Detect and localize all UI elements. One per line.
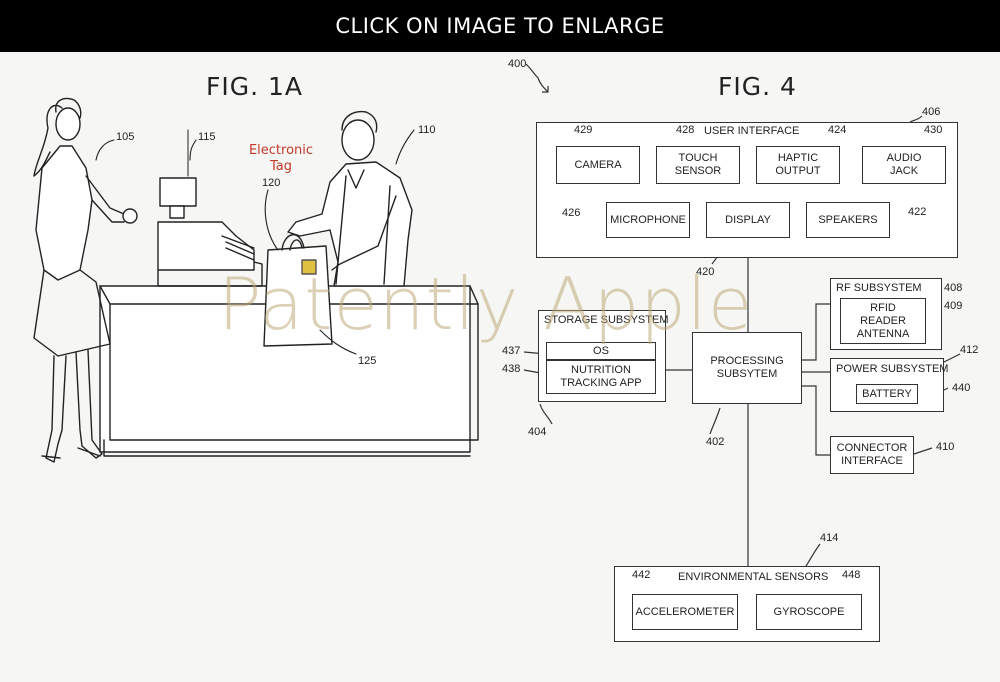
- rfid-reader-antenna-block: RFID READER ANTENNA: [840, 298, 926, 344]
- ref-406: 406: [922, 106, 941, 118]
- ref-429: 429: [574, 124, 593, 136]
- fig4-title: FIG. 4: [718, 72, 797, 101]
- ref-442: 442: [632, 569, 651, 581]
- environmental-sensors-title: ENVIRONMENTAL SENSORS: [678, 571, 829, 583]
- fig1a-leader-lines: [95, 129, 415, 355]
- ref-424: 424: [828, 124, 847, 136]
- enlarge-banner[interactable]: CLICK ON IMAGE TO ENLARGE: [0, 0, 1000, 52]
- power-subsystem-title: POWER SUBSYSTEM: [836, 363, 949, 375]
- ref-400: 400: [508, 58, 527, 70]
- ref-404: 404: [528, 426, 547, 438]
- audio-jack-block: AUDIO JACK: [862, 146, 946, 184]
- cashier-figure: [287, 110, 413, 287]
- display-block: DISPLAY: [706, 202, 790, 238]
- ref-402: 402: [706, 436, 725, 448]
- ref-408: 408: [944, 282, 963, 294]
- ref-409: 409: [944, 300, 963, 312]
- electronic-tag-label: Electronic Tag: [248, 143, 314, 174]
- ref-438: 438: [502, 363, 521, 375]
- storage-subsystem-title: STORAGE SUBSYSTEM: [544, 314, 669, 326]
- ref-115: 115: [198, 131, 216, 143]
- shopping-bag: [263, 234, 333, 347]
- processing-subsystem-block: PROCESSING SUBSYTEM: [692, 332, 802, 404]
- checkout-counter: [99, 285, 479, 457]
- gyroscope-block: GYROSCOPE: [756, 594, 862, 630]
- ref-412: 412: [960, 344, 979, 356]
- customer-figure: [33, 97, 138, 463]
- processing-to-rf-line: [802, 303, 830, 361]
- ref-420: 420: [696, 266, 715, 278]
- processing-to-connector-line: [802, 385, 830, 456]
- ref-105: 105: [116, 131, 135, 143]
- ref-110: 110: [418, 124, 436, 136]
- camera-block: CAMERA: [556, 146, 640, 184]
- connector-interface-block: CONNECTOR INTERFACE: [830, 436, 914, 474]
- accelerometer-block: ACCELEROMETER: [632, 594, 738, 630]
- ref-120: 120: [262, 177, 281, 189]
- touch-sensor-block: TOUCH SENSOR: [656, 146, 740, 184]
- battery-block: BATTERY: [856, 384, 918, 404]
- os-block: OS: [546, 342, 656, 360]
- user-interface-title: USER INTERFACE: [704, 125, 800, 137]
- ref-430: 430: [924, 124, 943, 136]
- ref-448: 448: [842, 569, 861, 581]
- microphone-block: MICROPHONE: [606, 202, 690, 238]
- nutrition-tracking-app-block: NUTRITION TRACKING APP: [546, 360, 656, 394]
- ref-440: 440: [952, 382, 971, 394]
- ref-437: 437: [502, 345, 521, 357]
- ref-426: 426: [562, 207, 581, 219]
- fig1a-title: FIG. 1A: [206, 72, 304, 101]
- cash-register: [157, 129, 263, 287]
- speakers-block: SPEAKERS: [806, 202, 890, 238]
- ref-428: 428: [676, 124, 695, 136]
- ref-422: 422: [908, 206, 927, 218]
- rf-subsystem-title: RF SUBSYSTEM: [836, 282, 922, 294]
- haptic-output-block: HAPTIC OUTPUT: [756, 146, 840, 184]
- ref-125: 125: [358, 355, 377, 367]
- ref-414: 414: [820, 532, 839, 544]
- ref-410: 410: [936, 441, 955, 453]
